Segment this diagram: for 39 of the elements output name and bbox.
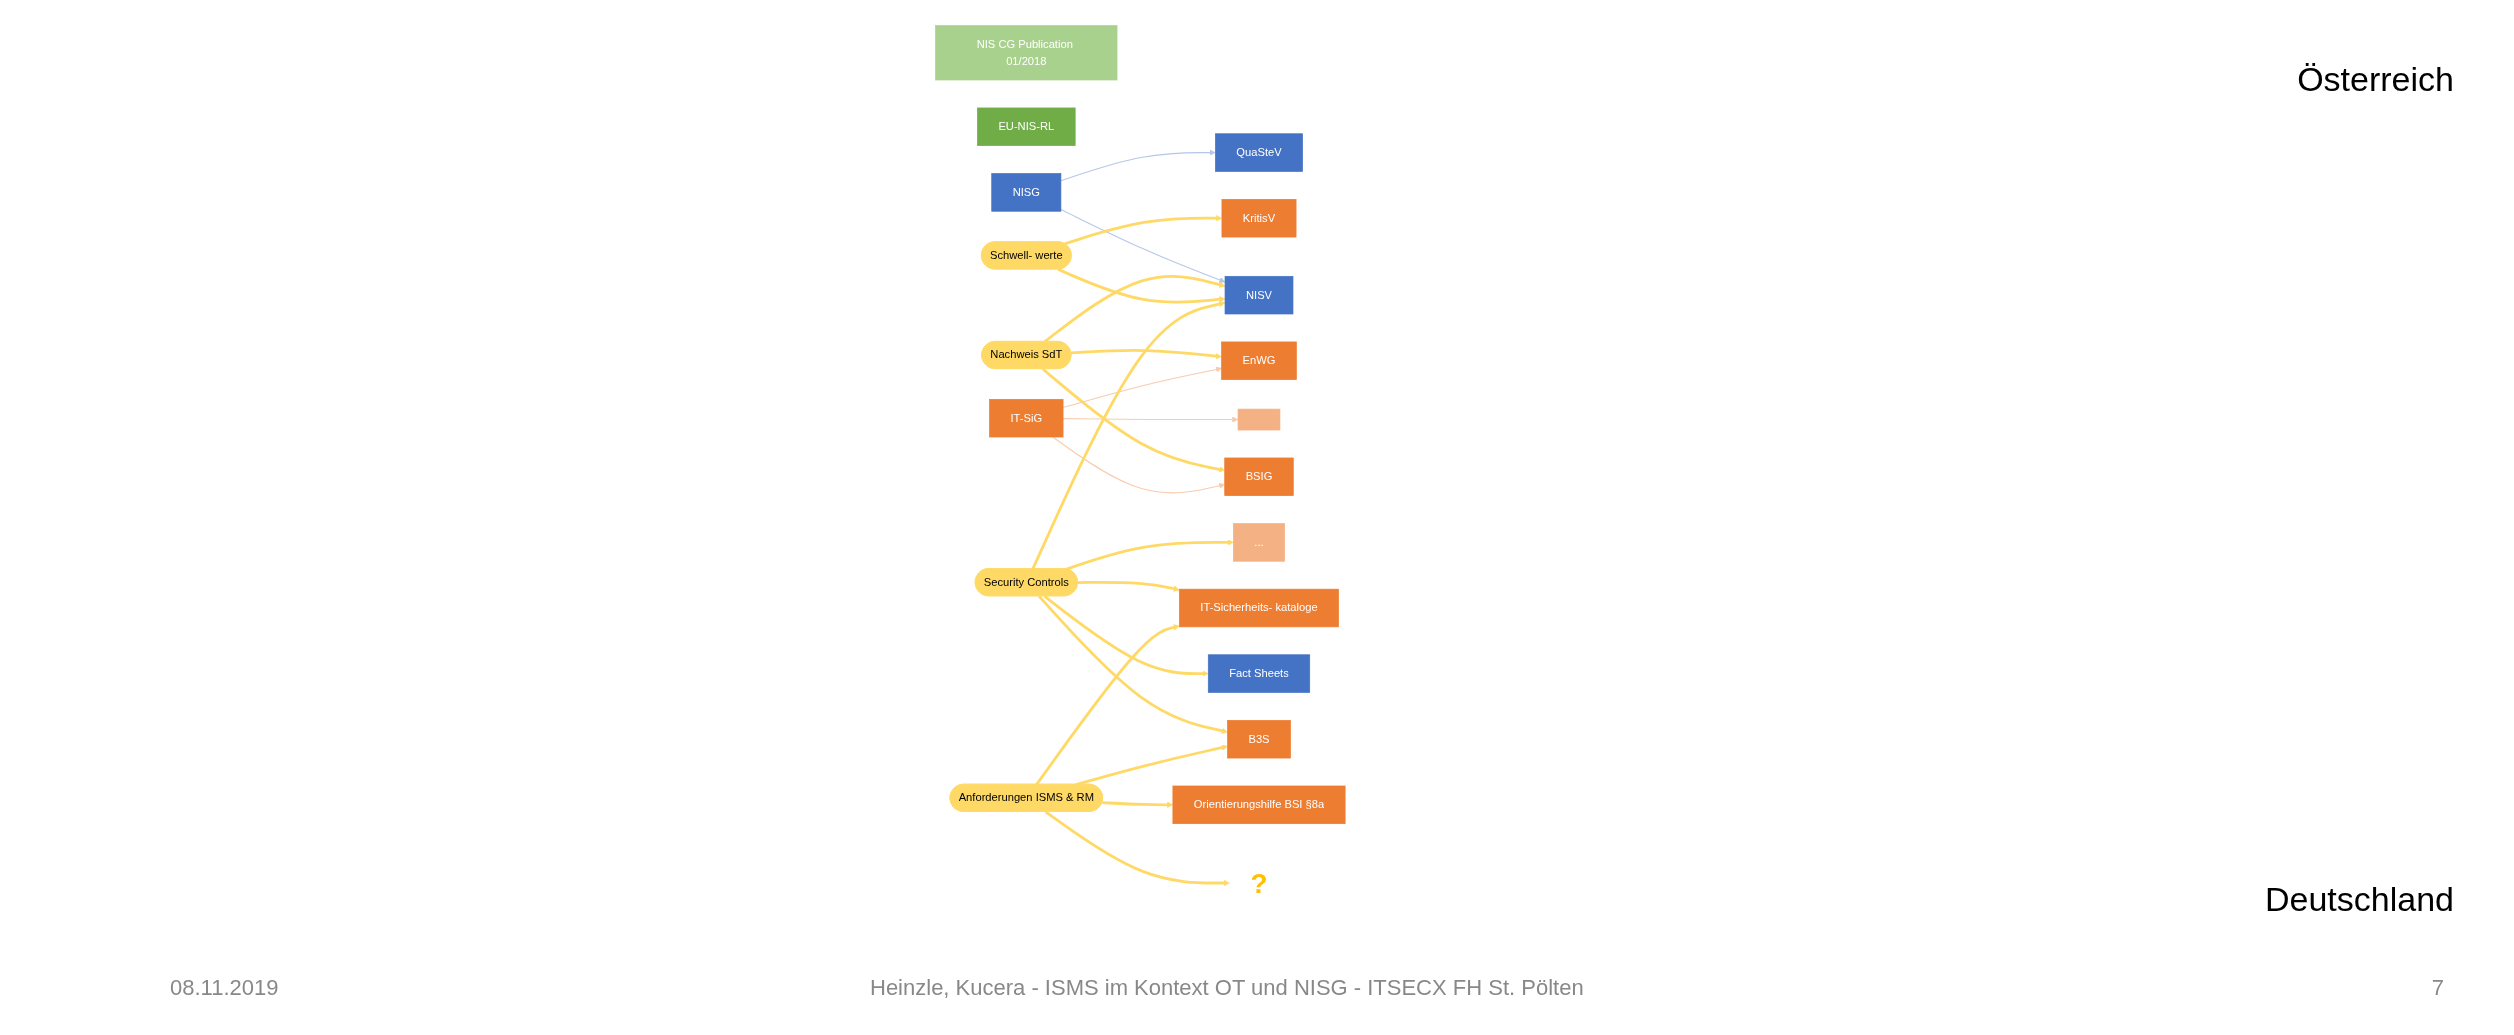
footer-text: Heinzle, Kucera - ISMS im Kontext OT und NISG - ITSECX FH St. Pölten <box>870 975 1584 1001</box>
arrow <box>1070 349 1222 360</box>
node-box: KritisV <box>1221 199 1297 238</box>
arrow <box>1043 595 1209 677</box>
arrow <box>1063 215 1222 246</box>
arrow <box>1031 301 1225 570</box>
arrow <box>1062 416 1238 423</box>
arrow <box>1035 624 1180 786</box>
node-box: NISV <box>1224 275 1293 315</box>
node-box: EnWG <box>1220 341 1297 380</box>
node-box: BSIG <box>1224 457 1294 496</box>
node-box: EU-NIS-RL <box>976 107 1076 146</box>
arrow <box>1041 367 1225 473</box>
node-text: ? <box>1250 867 1268 899</box>
arrow <box>1060 208 1225 283</box>
arrow <box>1037 595 1228 734</box>
arrow <box>1077 581 1180 592</box>
arrow <box>1044 810 1230 887</box>
region-label: Österreich <box>2297 60 2454 99</box>
arrow <box>1062 366 1222 409</box>
node-box: Orientierungshilfe BSI §8a <box>1172 785 1346 824</box>
arrow <box>1101 801 1173 808</box>
node-box: NISG <box>991 173 1061 212</box>
node-box: Fact Sheets <box>1207 654 1310 693</box>
page-number: 7 <box>2431 975 2444 1001</box>
region-label: Deutschland <box>2265 880 2454 919</box>
node-box: NIS CG Publication 01/2018 <box>934 25 1118 81</box>
arrow <box>1075 744 1228 786</box>
arrow <box>1043 275 1225 343</box>
node-box: ... <box>1232 523 1285 562</box>
node-box <box>1237 408 1280 431</box>
date-text: 08.11.2019 <box>170 975 279 1001</box>
arrow <box>1057 268 1225 304</box>
node-box: QuaSteV <box>1214 133 1303 172</box>
node-box: B3S <box>1226 720 1291 759</box>
node-box: IT-Sicherheits- kataloge <box>1178 588 1339 628</box>
arrow <box>1065 539 1234 571</box>
arrow <box>1060 149 1216 182</box>
node-box: IT-SiG <box>988 398 1064 438</box>
